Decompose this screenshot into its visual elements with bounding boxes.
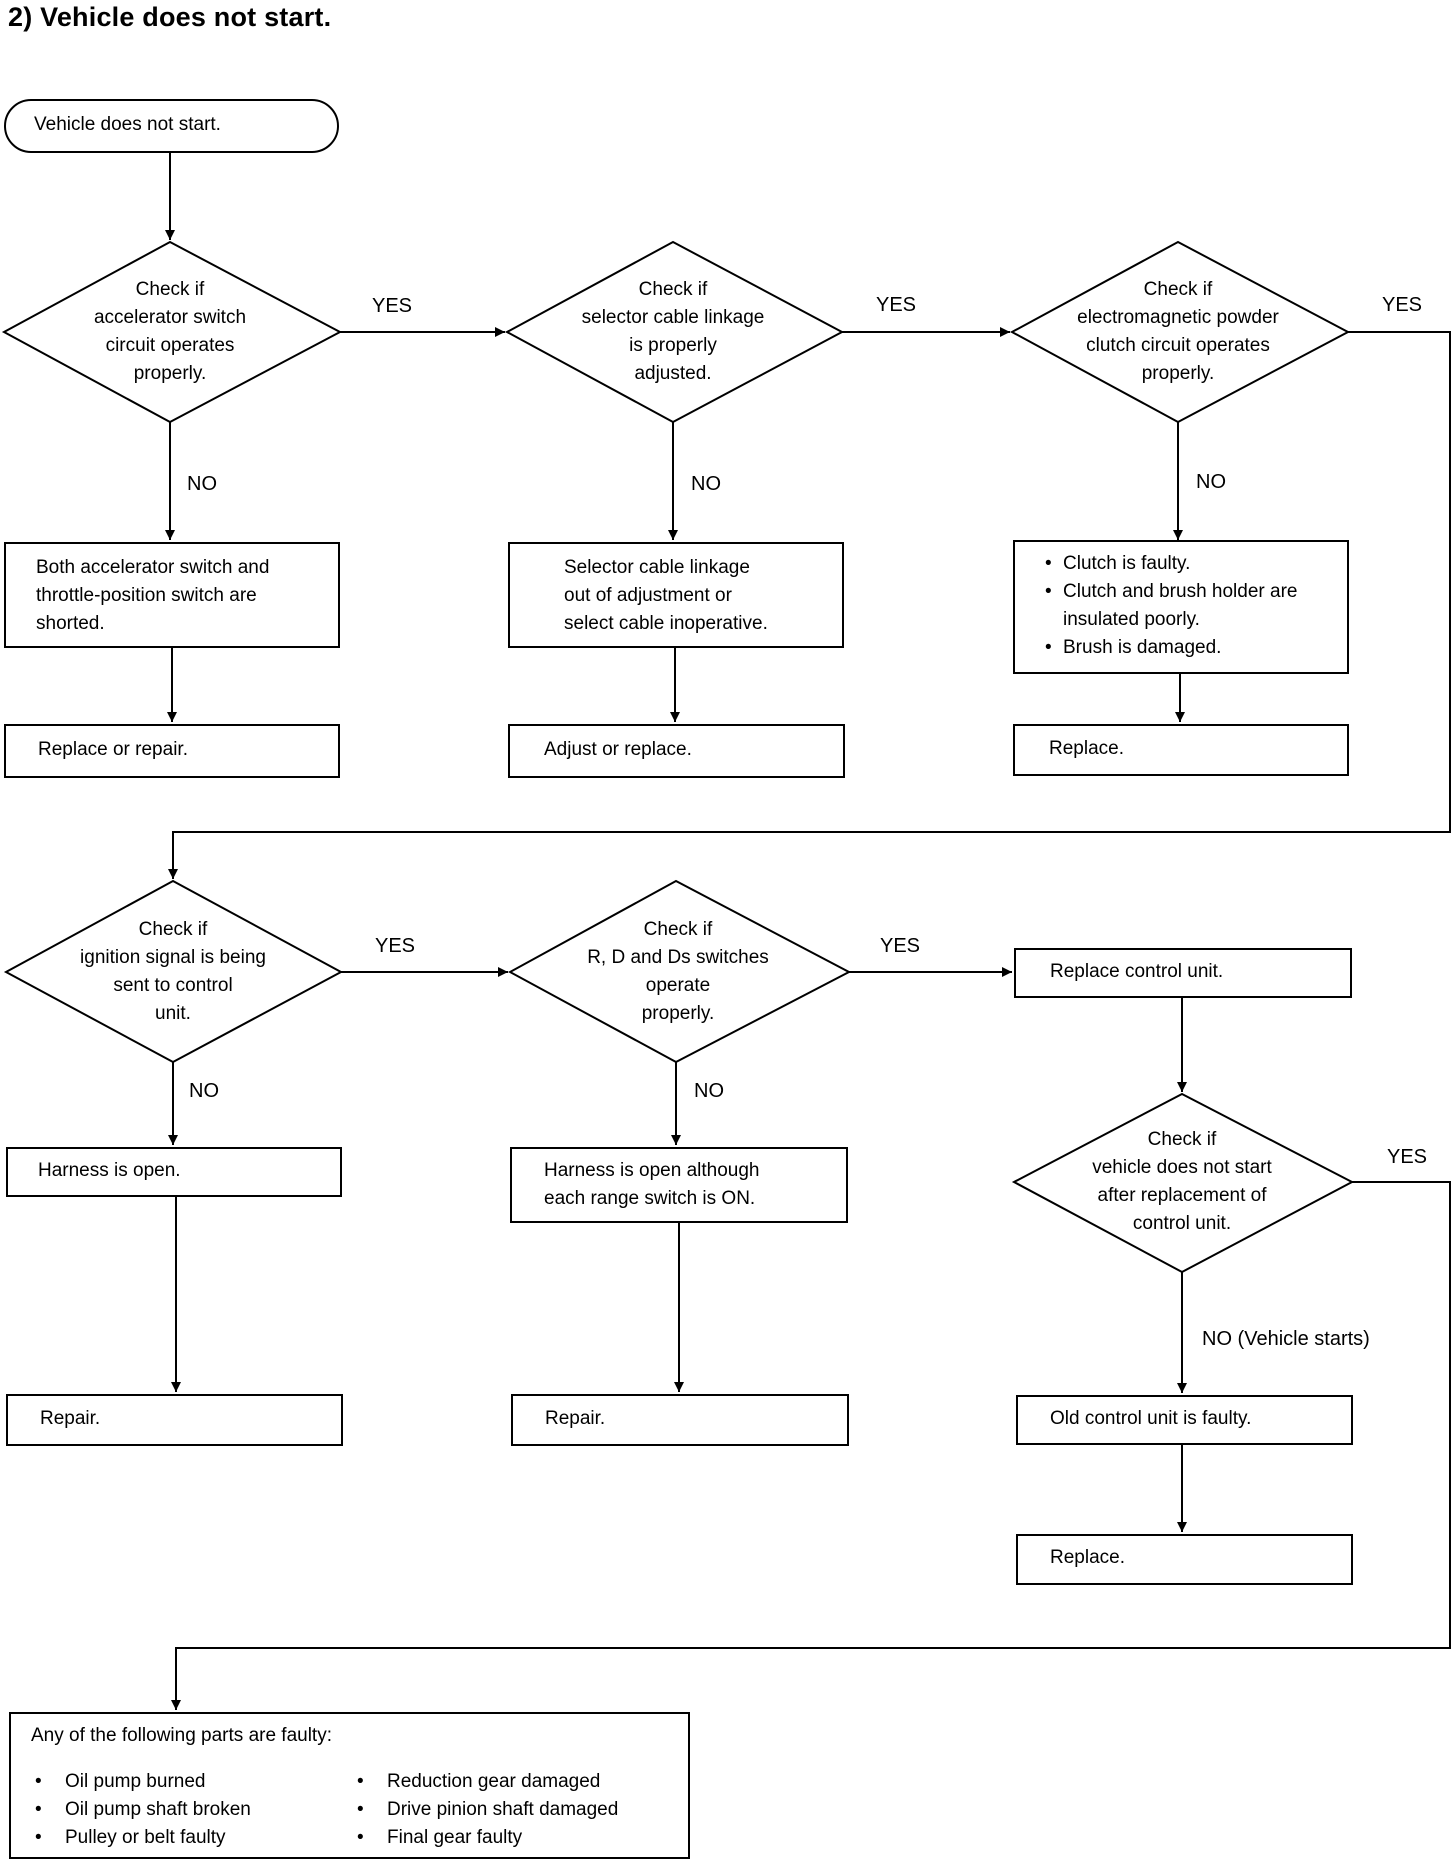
no-label: NO bbox=[1196, 471, 1226, 493]
no-label: NO bbox=[694, 1080, 724, 1102]
faulty-parts-list-right: Reduction gear damaged Drive pinion shaf… bbox=[353, 1768, 618, 1852]
action-label: Repair. bbox=[40, 1408, 101, 1429]
decision-line: electromagnetic powder bbox=[1077, 307, 1279, 328]
action-label: Replace control unit. bbox=[1050, 961, 1224, 982]
list-item: Pulley or belt faulty bbox=[31, 1824, 353, 1852]
box-line: shorted. bbox=[36, 613, 105, 634]
box-line: select cable inoperative. bbox=[564, 613, 768, 634]
box-line: Both accelerator switch and bbox=[36, 557, 270, 578]
decision-range-switches: Check if R, D and Ds switches operate prope… bbox=[548, 912, 808, 1032]
action-replace-unit: Replace. bbox=[1016, 1534, 1353, 1585]
list-item: Oil pump burned bbox=[31, 1768, 353, 1796]
decision-powder-clutch: Check if electromagnetic powder clutch cir… bbox=[1048, 272, 1308, 392]
yes-label: YES bbox=[372, 295, 413, 317]
result-old-unit-faulty: Old control unit is faulty. bbox=[1016, 1395, 1353, 1445]
decision-line: sent to control bbox=[113, 975, 233, 996]
no-label: NO bbox=[691, 473, 721, 495]
no-label: NO bbox=[189, 1080, 219, 1102]
faulty-parts-box: Any of the following parts are faulty: O… bbox=[9, 1712, 690, 1859]
decision-line: accelerator switch bbox=[93, 307, 247, 328]
faulty-parts-list-left: Oil pump burned Oil pump shaft broken Pu… bbox=[31, 1768, 353, 1852]
action-label: Adjust or replace. bbox=[544, 739, 692, 760]
decision-line: operate bbox=[645, 975, 711, 996]
yes-label: YES bbox=[880, 935, 921, 957]
result-harness-open: Harness is open. bbox=[6, 1147, 342, 1197]
yes-label: YES bbox=[876, 294, 917, 316]
box-line: each range switch is ON. bbox=[544, 1188, 756, 1209]
list-item: Reduction gear damaged bbox=[353, 1768, 618, 1796]
action-adjust-or-replace: Adjust or replace. bbox=[508, 724, 845, 778]
decision-selector-cable: Check if selector cable linkage is properl… bbox=[543, 272, 803, 392]
decision-line: adjusted. bbox=[634, 363, 712, 384]
yes-label: YES bbox=[375, 935, 416, 957]
action-label: Replace. bbox=[1049, 738, 1124, 759]
decision-line: is properly bbox=[629, 335, 717, 356]
decision-line: Check if bbox=[135, 279, 205, 300]
action-repair-harness: Repair. bbox=[6, 1394, 343, 1446]
list-item: Clutch and brush holder are insulated po… bbox=[1045, 578, 1327, 634]
decision-line: Check if bbox=[638, 279, 708, 300]
decision-line: after replacement of bbox=[1097, 1185, 1267, 1206]
decision-line: R, D and Ds switches bbox=[587, 947, 769, 968]
list-item: Oil pump shaft broken bbox=[31, 1796, 353, 1824]
box-line: Selector cable linkage bbox=[564, 557, 750, 578]
decision-line: Check if bbox=[643, 919, 713, 940]
clutch-causes-list: Clutch is faulty. Clutch and brush holde… bbox=[1045, 550, 1327, 662]
box-line: Old control unit is faulty. bbox=[1050, 1408, 1252, 1429]
start-terminal: Vehicle does not start. bbox=[4, 99, 339, 153]
action-replace-control-unit: Replace control unit. bbox=[1014, 948, 1352, 998]
decision-line: vehicle does not start bbox=[1092, 1157, 1272, 1178]
decision-line: properly. bbox=[641, 1003, 715, 1024]
box-line: Harness is open although bbox=[544, 1160, 760, 1181]
result-box-accelerator: Both accelerator switch and throttle-posi… bbox=[4, 542, 340, 648]
decision-accelerator-switch: Check if accelerator switch circuit operat… bbox=[40, 272, 300, 392]
result-box-clutch: Clutch is faulty. Clutch and brush holde… bbox=[1013, 540, 1349, 674]
no-label: NO bbox=[187, 473, 217, 495]
list-item: Brush is damaged. bbox=[1045, 634, 1327, 662]
action-label: Repair. bbox=[545, 1408, 606, 1429]
result-harness-open-switch-on: Harness is open although each range switc… bbox=[510, 1147, 848, 1223]
no-vehicle-starts-label: NO (Vehicle starts) bbox=[1202, 1328, 1370, 1350]
yes-label: YES bbox=[1387, 1146, 1428, 1168]
decision-line: properly. bbox=[133, 363, 207, 384]
decision-line: control unit. bbox=[1132, 1213, 1232, 1234]
box-line: throttle-position switch are bbox=[36, 585, 257, 606]
result-box-selector: Selector cable linkage out of adjustment … bbox=[508, 542, 844, 648]
decision-line: ignition signal is being bbox=[80, 947, 266, 968]
decision-after-replacement: Check if vehicle does not start after repl… bbox=[1052, 1122, 1312, 1242]
decision-line: Check if bbox=[1147, 1129, 1217, 1150]
decision-line: Check if bbox=[1143, 279, 1213, 300]
list-item: Clutch is faulty. bbox=[1045, 550, 1327, 578]
decision-line: unit. bbox=[155, 1003, 191, 1024]
decision-line: Check if bbox=[138, 919, 208, 940]
list-item: Drive pinion shaft damaged bbox=[353, 1796, 618, 1824]
page-title: 2) Vehicle does not start. bbox=[8, 2, 332, 32]
faulty-parts-heading: Any of the following parts are faulty: bbox=[31, 1725, 332, 1746]
box-line: Harness is open. bbox=[38, 1160, 181, 1181]
start-label: Vehicle does not start. bbox=[34, 114, 221, 135]
decision-line: clutch circuit operates bbox=[1086, 335, 1270, 356]
action-label: Replace. bbox=[1050, 1547, 1125, 1568]
action-label: Replace or repair. bbox=[38, 739, 188, 760]
decision-line: properly. bbox=[1141, 363, 1215, 384]
action-repair-switch-harness: Repair. bbox=[511, 1394, 849, 1446]
decision-ignition-signal: Check if ignition signal is being sent to … bbox=[43, 912, 303, 1032]
yes-label: YES bbox=[1382, 294, 1423, 316]
decision-line: circuit operates bbox=[105, 335, 235, 356]
action-replace-clutch: Replace. bbox=[1013, 724, 1349, 776]
decision-line: selector cable linkage bbox=[581, 307, 765, 328]
box-line: out of adjustment or bbox=[564, 585, 732, 606]
action-replace-or-repair: Replace or repair. bbox=[4, 724, 340, 778]
list-item: Final gear faulty bbox=[353, 1824, 618, 1852]
